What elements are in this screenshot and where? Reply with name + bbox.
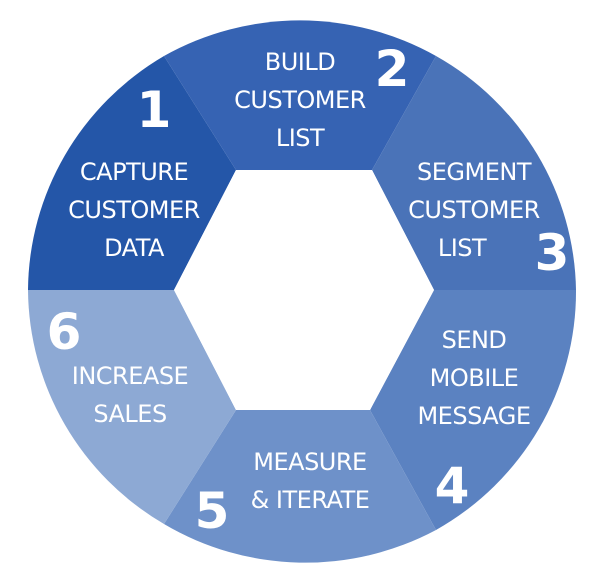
step-5-number: 5 <box>195 482 230 540</box>
step-5-wedge <box>164 410 436 563</box>
step-1-wedge <box>28 56 236 290</box>
step-1-label-line-1: CAPTURE <box>80 158 188 186</box>
step-4-wedge <box>370 290 577 530</box>
step-4-segment: SEND MOBILE MESSAGE 4 <box>370 290 577 530</box>
step-5-label-line-1: MEASURE <box>253 448 366 476</box>
step-2-label-line-3: LIST <box>276 124 325 152</box>
step-3-label-line-1: SEGMENT <box>417 158 532 186</box>
step-2-label-line-1: BUILD <box>265 48 335 76</box>
step-6-label-line-1: INCREASE <box>72 362 188 390</box>
step-6-number: 6 <box>47 303 82 361</box>
step-4-label-line-1: SEND <box>442 326 507 354</box>
step-5-segment: MEASURE & ITERATE 5 <box>164 410 436 563</box>
step-1-segment: 1 CAPTURE CUSTOMER DATA <box>28 56 236 290</box>
step-1-label-line-2: CUSTOMER <box>68 196 200 224</box>
center-hexagon <box>174 170 434 410</box>
step-3-segment: SEGMENT CUSTOMER LIST 3 <box>372 56 576 290</box>
step-2-segment: 2 BUILD CUSTOMER LIST <box>164 20 436 171</box>
step-2-label-line-2: CUSTOMER <box>234 86 366 114</box>
step-5-label-line-2: & ITERATE <box>251 486 370 514</box>
step-6-wedge <box>28 290 236 524</box>
step-3-wedge <box>372 56 576 290</box>
step-6-segment: 6 INCREASE SALES <box>28 290 236 524</box>
step-4-label-line-2: MOBILE <box>430 364 519 392</box>
step-6-label-line-2: SALES <box>93 400 166 428</box>
step-3-label-line-2: CUSTOMER <box>408 196 540 224</box>
step-4-number: 4 <box>435 457 470 515</box>
step-1-number: 1 <box>137 81 172 139</box>
step-4-label-line-3: MESSAGE <box>417 402 530 430</box>
step-2-number: 2 <box>375 40 410 98</box>
step-2-wedge <box>164 20 436 171</box>
step-3-number: 3 <box>535 224 570 282</box>
step-1-label-line-3: DATA <box>104 234 165 262</box>
step-3-label-line-3: LIST <box>438 234 487 262</box>
